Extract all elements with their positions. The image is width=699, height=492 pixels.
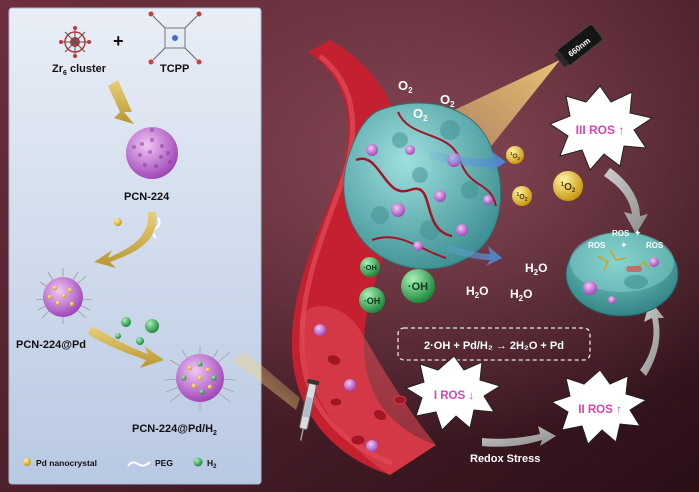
singlet-oxygen-small-a bbox=[506, 146, 524, 164]
plus-sign: + bbox=[113, 31, 124, 51]
tcpp-molecule-icon bbox=[148, 11, 202, 65]
cell-ros-sparkle-2: ✦ bbox=[620, 240, 628, 250]
arrow-ros-three-to-cell bbox=[604, 168, 648, 234]
h2o-label-c: H2O bbox=[510, 287, 532, 303]
singlet-oxygen-small-b bbox=[512, 186, 532, 206]
ros-two-label: II ROS ↑ bbox=[578, 404, 621, 416]
release-arrow-lower bbox=[446, 245, 502, 266]
vessel-highlight bbox=[299, 54, 393, 466]
synthesis-arrow-1 bbox=[108, 80, 134, 124]
oxygen-labels: O2 O2 O2 bbox=[398, 78, 455, 123]
legend-peg-label: PEG bbox=[155, 458, 173, 468]
legend-pd-label: Pd nanocrystal bbox=[36, 458, 97, 468]
h2o-label-b: H2O bbox=[466, 284, 488, 300]
svg-text:·OH: ·OH bbox=[364, 296, 381, 306]
ros-three-label: III ROS ↑ bbox=[576, 123, 625, 137]
zr6-cluster-icon bbox=[59, 26, 91, 58]
ros-starburst-one: I ROS ↓ bbox=[404, 355, 502, 431]
tumor bbox=[343, 102, 502, 270]
pcn224-pd-h2-particle bbox=[163, 346, 237, 410]
svg-text:1O2: 1O2 bbox=[510, 151, 521, 161]
pcn224-pd-particle bbox=[35, 268, 93, 324]
water-labels: H2O H2O H2O bbox=[466, 261, 547, 303]
redox-stress-label: Redox Stress bbox=[470, 453, 540, 465]
pd-nanocrystal-icon bbox=[114, 218, 122, 226]
svg-text:1O2: 1O2 bbox=[516, 192, 527, 203]
cell-ros-2: ROS bbox=[588, 241, 606, 250]
cell-ros-3: ROS bbox=[646, 241, 664, 250]
vessel-nanoparticles bbox=[314, 324, 378, 452]
hydroxyl-radical-spheres: ·OH ·OH ·OH bbox=[359, 257, 435, 313]
laser-device: 660nm bbox=[554, 24, 603, 68]
ros-starburst-two: II ROS ↑ bbox=[550, 369, 648, 445]
release-arrow-upper bbox=[430, 150, 506, 172]
legend-h2-label: H2 bbox=[207, 458, 217, 470]
cell-ros-1: ROS bbox=[612, 229, 630, 238]
singlet-oxygen-large bbox=[553, 171, 583, 201]
svg-text:·OH: ·OH bbox=[408, 281, 428, 293]
arrow-redox-stress bbox=[482, 426, 556, 447]
legend-pd-icon bbox=[23, 458, 31, 466]
legend: Pd nanocrystal PEG H2 bbox=[23, 457, 217, 470]
pcn224-pd-label: PCN-224@Pd bbox=[16, 339, 86, 351]
tcpp-label: TCPP bbox=[160, 63, 189, 75]
singlet-oxygen-spheres: 1O2 1O2 1O2 bbox=[506, 146, 583, 206]
peg-icon bbox=[152, 217, 161, 239]
injection-beam bbox=[232, 352, 300, 410]
svg-text:·OH: ·OH bbox=[363, 263, 377, 272]
svg-text:1O2: 1O2 bbox=[561, 182, 576, 194]
h2o-label-a: H2O bbox=[525, 261, 547, 277]
cell-ros-sparkle-1: ✦ bbox=[634, 228, 642, 238]
ros-one-label: I ROS ↓ bbox=[434, 390, 474, 402]
vessel-lumen bbox=[300, 306, 436, 475]
synthesis-arrow-3 bbox=[88, 326, 164, 368]
oh-radical-large bbox=[401, 269, 435, 303]
h2-bubbles bbox=[115, 317, 159, 345]
red-blood-cells bbox=[326, 354, 407, 446]
o2-label-a: O2 bbox=[398, 78, 413, 95]
ros-starburst-three: III ROS ↑ bbox=[548, 85, 654, 171]
cancer-cell bbox=[565, 231, 679, 317]
oh-radical-small bbox=[360, 257, 380, 277]
oh-radical-mid bbox=[359, 287, 385, 313]
syringe-icon bbox=[299, 378, 320, 441]
legend-peg-icon bbox=[127, 461, 151, 467]
pcn224-pd-h2-label: PCN-224@Pd/H2 bbox=[132, 423, 217, 437]
equation-box bbox=[397, 327, 591, 361]
pcn224-label: PCN-224 bbox=[124, 191, 170, 203]
o2-label-b: O2 bbox=[440, 92, 455, 109]
synthesis-arrow-2 bbox=[94, 212, 157, 268]
cell-ros-labels: ROS ROS ROS ✦ ✦ bbox=[588, 228, 664, 250]
zr6-cluster-label: Zr6 cluster bbox=[52, 63, 107, 77]
pcn224-particle bbox=[126, 127, 178, 179]
legend-h2-icon bbox=[193, 457, 203, 467]
arrow-ros-two-to-cell bbox=[640, 300, 664, 376]
equation-text: 2·OH + Pd/H₂ → 2H₂O + Pd bbox=[424, 340, 564, 352]
o2-label-c: O2 bbox=[413, 106, 428, 123]
